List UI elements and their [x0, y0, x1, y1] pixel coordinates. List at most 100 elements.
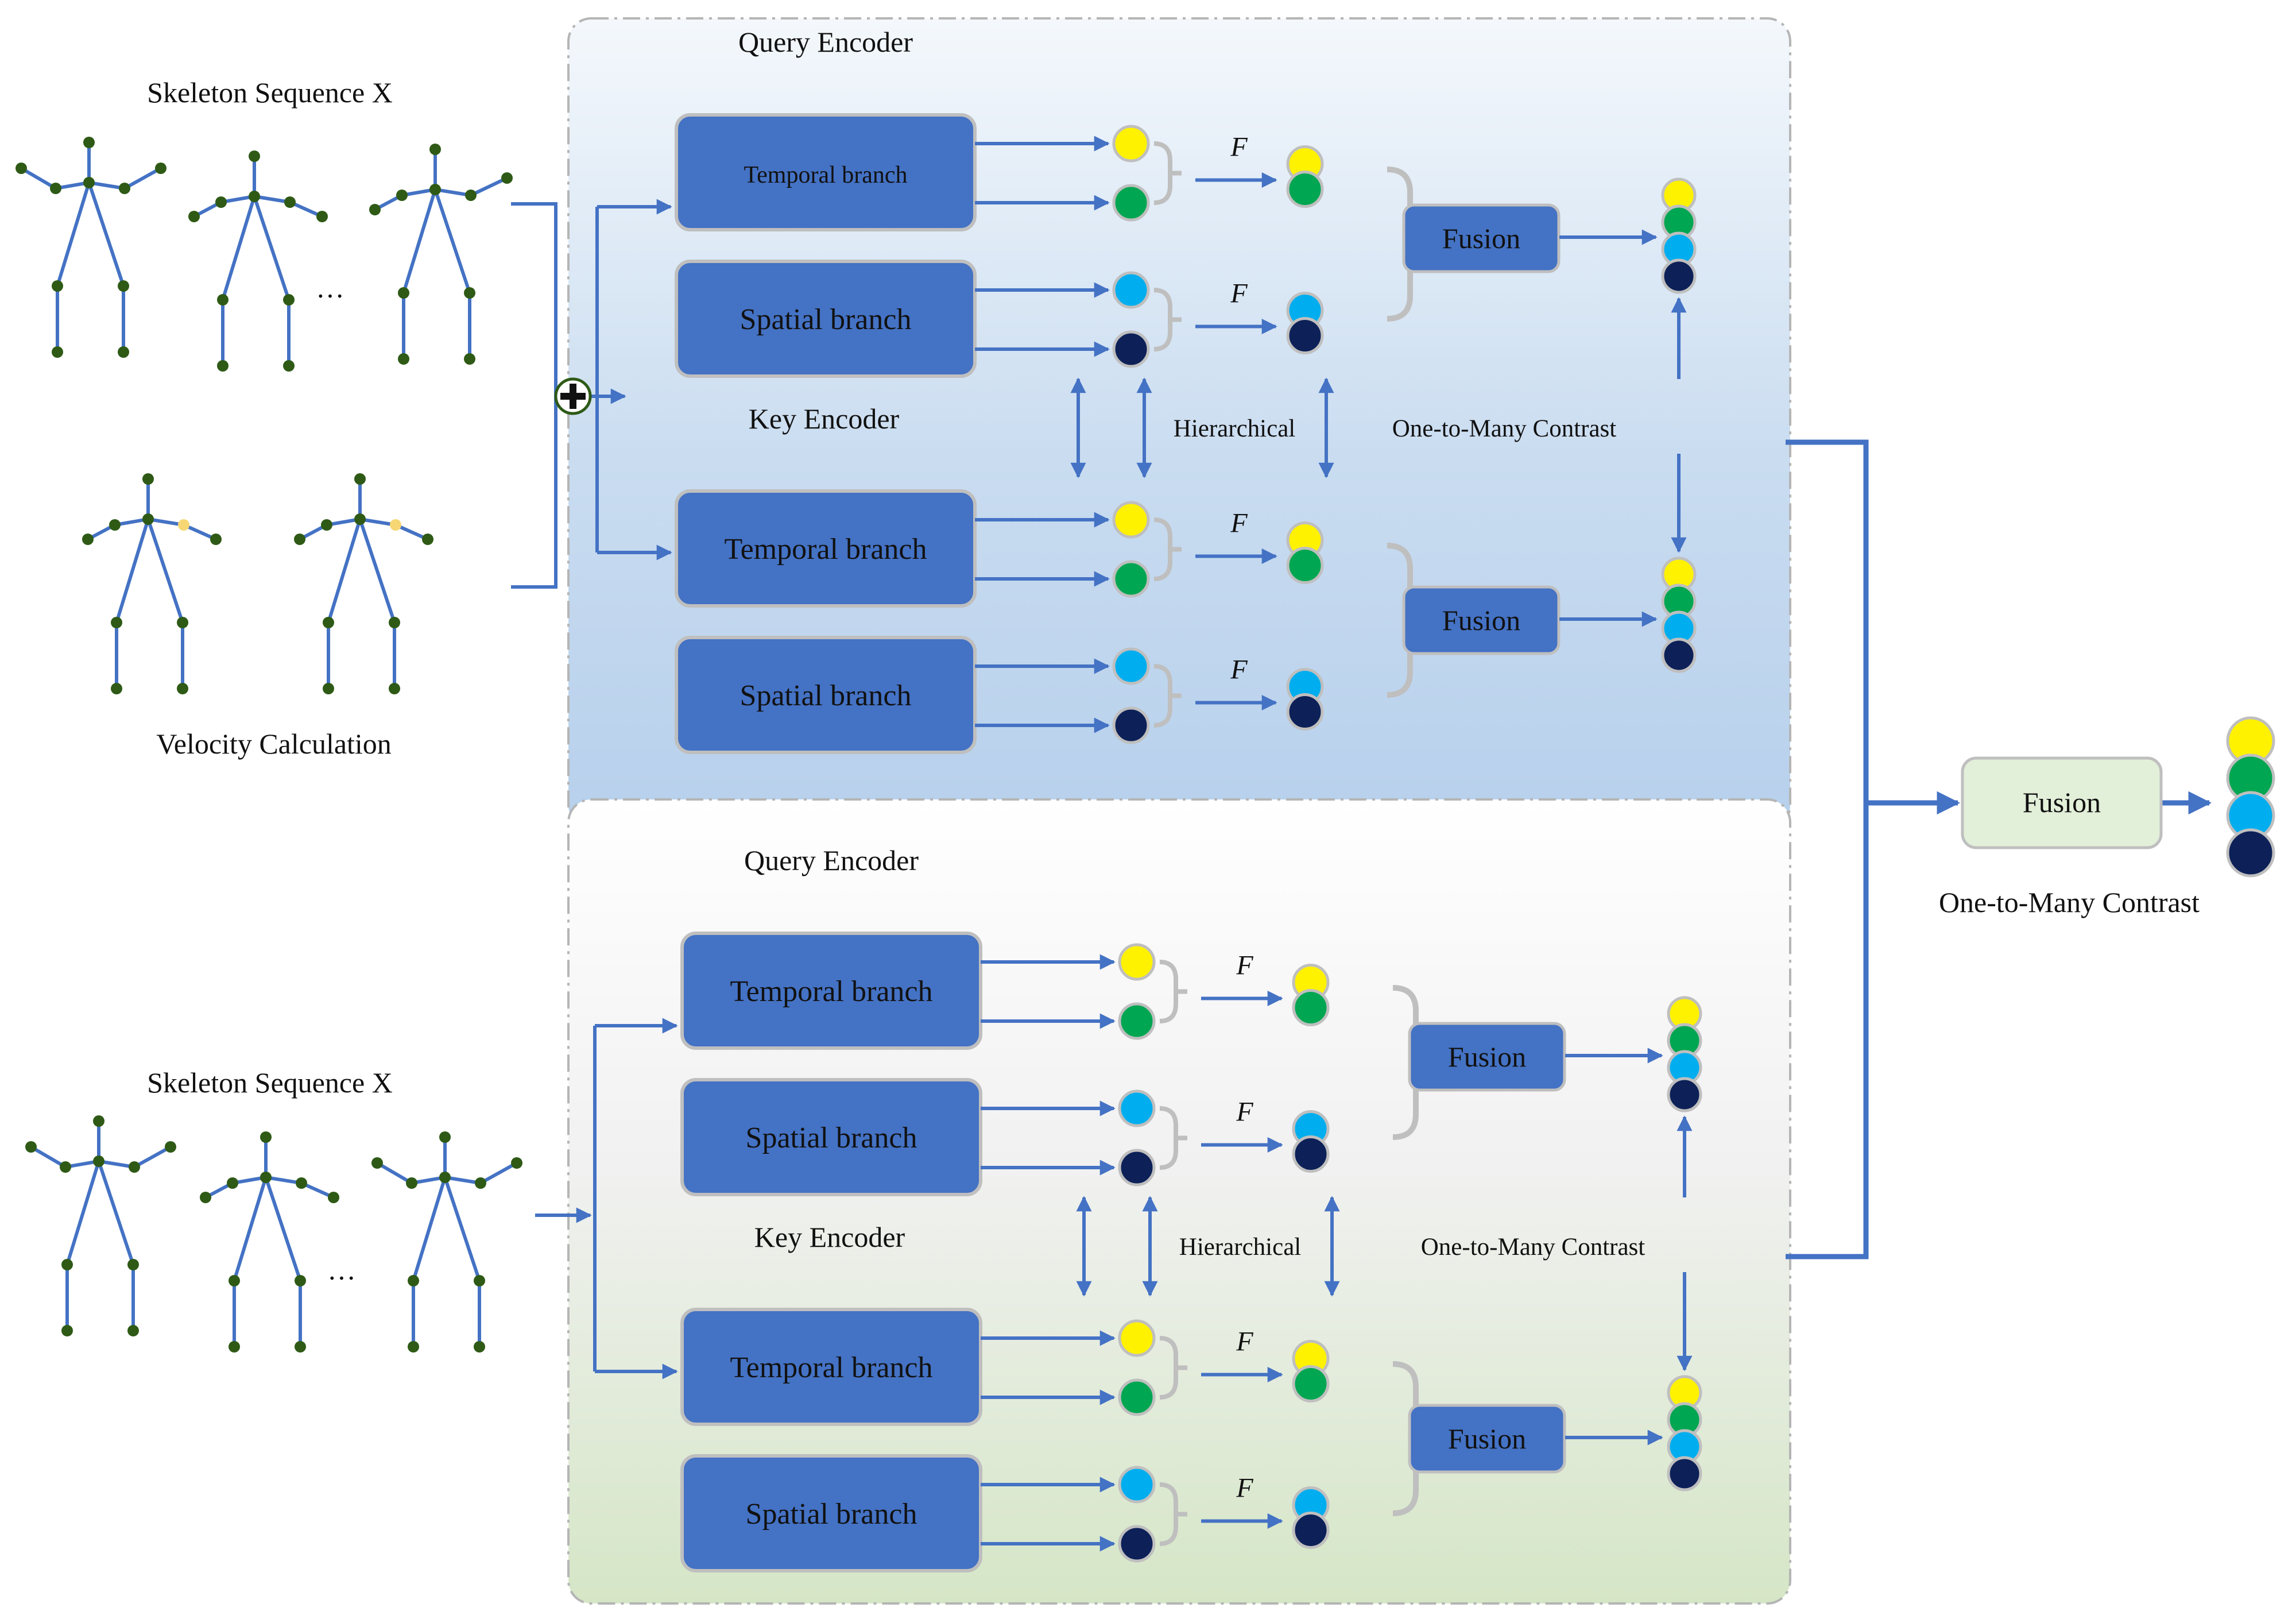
skeleton-joint	[93, 1156, 104, 1167]
skeleton-figure	[82, 473, 222, 694]
skeleton-joint	[109, 519, 121, 531]
skeleton-joint	[25, 1141, 37, 1153]
skeleton-joint	[474, 1275, 485, 1286]
skeleton-joint	[283, 360, 295, 372]
final-fusion-label: Fusion	[2023, 786, 2101, 818]
query-temporal-branch-label: Temporal branch	[730, 975, 933, 1008]
skeleton-figure	[371, 1131, 522, 1352]
key-temporal-branch	[680, 1308, 982, 1426]
fused-token-stack	[1667, 1375, 1702, 1491]
skeleton-joint	[429, 184, 441, 195]
feature-token	[1112, 271, 1150, 309]
skeleton-joint	[354, 513, 366, 525]
skeleton-figure	[294, 473, 433, 694]
skeleton-joint	[52, 280, 63, 292]
ellipsis-top: ···	[316, 280, 344, 312]
skeleton-figure	[369, 144, 513, 365]
final-contrast-label: One-to-Many Contrast	[1939, 886, 2200, 918]
skeleton-joint	[127, 1325, 139, 1336]
one-to-many-contrast-label: One-to-Many Contrast	[1421, 1234, 1645, 1261]
skeleton-joint	[260, 1131, 272, 1143]
f-function-label: F	[1230, 279, 1248, 309]
skeleton-joint	[16, 163, 27, 174]
skeleton-joint	[439, 1131, 451, 1143]
feature-token	[1118, 1089, 1156, 1127]
skeleton-joint	[229, 1341, 240, 1352]
feature-token	[1118, 1378, 1156, 1416]
skeleton-joint	[217, 360, 229, 372]
skeleton-joint	[118, 346, 129, 358]
skeleton-joint	[215, 196, 227, 208]
feature-token	[1112, 647, 1150, 685]
skeleton-joint	[178, 519, 189, 531]
key-temporal-branch	[675, 489, 977, 608]
skeleton-joint	[165, 1141, 176, 1153]
skeleton-figure	[16, 137, 167, 358]
fused-token-stack	[1667, 996, 1702, 1112]
query-spatial-branch	[680, 1078, 982, 1196]
skeleton-joint	[249, 191, 260, 202]
skeleton-joint	[83, 177, 95, 188]
query-temporal-branch	[675, 113, 977, 231]
query-fusion-box-label: Fusion	[1442, 222, 1520, 254]
query-temporal-branch-label: Temporal branch	[744, 162, 907, 188]
skeleton-joint	[465, 190, 477, 201]
skeleton-joint	[354, 473, 366, 485]
hierarchical-label: Hierarchical	[1179, 1234, 1302, 1261]
skeleton-joint	[408, 1275, 419, 1286]
key-encoder-title: Key Encoder	[754, 1221, 905, 1253]
skeleton-figure	[25, 1115, 176, 1336]
query-spatial-branch-label: Spatial branch	[740, 303, 912, 336]
f-function-label: F	[1236, 1097, 1253, 1127]
key-fusion-box	[1408, 1404, 1566, 1474]
query-encoder-title: Query Encoder	[738, 26, 913, 58]
key-spatial-branch	[675, 636, 977, 754]
skeleton-figure	[188, 150, 328, 372]
skeleton-joint	[188, 211, 200, 222]
f-function-label: F	[1236, 1473, 1253, 1504]
feature-token	[1112, 560, 1150, 598]
skeleton-joint	[321, 519, 332, 531]
skeleton-joint	[406, 1177, 417, 1189]
skeleton-joint	[398, 287, 409, 299]
feature-token	[1112, 125, 1150, 163]
skeleton-joint	[464, 353, 475, 365]
projected-token	[1292, 989, 1330, 1026]
skeleton-joint	[389, 683, 400, 694]
key-spatial-branch-label: Spatial branch	[740, 679, 912, 712]
skeleton-sequence-title-bottom: Skeleton Sequence X	[147, 1066, 393, 1099]
skeleton-joint	[323, 617, 334, 628]
skeleton-joint	[111, 683, 122, 694]
skeleton-joint	[142, 513, 154, 525]
projected-token	[1292, 1512, 1330, 1549]
skeleton-joint	[422, 534, 433, 545]
f-function-label: F	[1230, 132, 1248, 163]
skeleton-joint	[369, 204, 381, 215]
left-connectors	[511, 199, 678, 1379]
velocity-calculation-label: Velocity Calculation	[156, 728, 392, 760]
feature-token	[1112, 330, 1150, 368]
skeleton-joint	[371, 1157, 383, 1169]
f-function-label: F	[1236, 1327, 1253, 1357]
add-icon	[554, 377, 592, 415]
skeleton-joint	[396, 190, 408, 201]
skeleton-joint	[52, 346, 63, 358]
skeleton-joint	[316, 211, 328, 222]
skeleton-joint	[155, 163, 167, 174]
final-fusion-box	[1961, 756, 2163, 849]
skeleton-joint	[398, 353, 409, 365]
fused-token-stack	[1661, 557, 1697, 673]
skeleton-joint	[177, 617, 188, 628]
skeleton-joint	[260, 1172, 272, 1183]
feature-token	[1118, 1525, 1156, 1563]
query-encoder-title: Query Encoder	[744, 844, 919, 876]
skeleton-joint	[118, 280, 129, 292]
key-spatial-branch-label: Spatial branch	[746, 1498, 917, 1531]
query-fusion-box-label: Fusion	[1448, 1041, 1526, 1073]
skeleton-joint	[127, 1259, 139, 1270]
f-function-label: F	[1230, 508, 1248, 539]
key-temporal-branch-label: Temporal branch	[730, 1351, 933, 1384]
skeleton-joint	[177, 683, 188, 694]
